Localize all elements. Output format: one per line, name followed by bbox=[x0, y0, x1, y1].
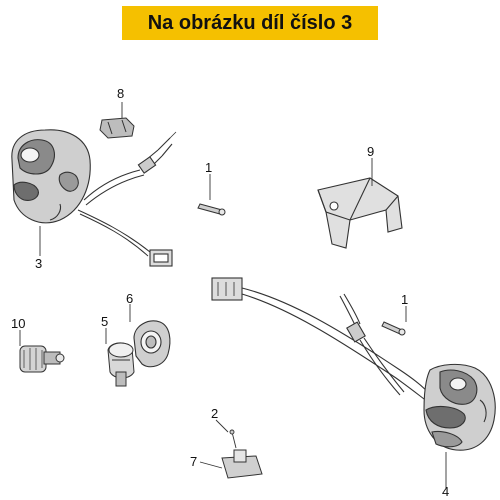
label-part-10: 10 bbox=[11, 316, 25, 331]
part-7-plate bbox=[221, 449, 263, 479]
label-part-4: 4 bbox=[442, 484, 449, 499]
label-part-3: 3 bbox=[35, 256, 42, 271]
title-banner: Na obrázku díl číslo 3 bbox=[122, 6, 378, 40]
part-1-pin-top bbox=[197, 203, 226, 216]
part-6-socket-ring bbox=[133, 320, 171, 368]
label-part-7: 7 bbox=[190, 454, 197, 469]
part-2-screw bbox=[229, 429, 237, 449]
title-text: Na obrázku díl číslo 3 bbox=[147, 11, 353, 34]
right-switch-assembly bbox=[211, 277, 496, 451]
label-part-2: 2 bbox=[211, 406, 218, 421]
part-8-clip bbox=[99, 117, 135, 139]
part-5-lamp-holder bbox=[107, 342, 135, 387]
label-part-8: 8 bbox=[117, 86, 124, 101]
label-part-1-top: 1 bbox=[205, 160, 212, 175]
part-1-pin-right bbox=[381, 321, 406, 336]
label-part-1-right: 1 bbox=[401, 292, 408, 307]
part-labels: 8 3 1 9 6 10 5 1 2 7 4 bbox=[11, 86, 449, 499]
part-10-knob bbox=[19, 345, 65, 373]
label-part-5: 5 bbox=[101, 314, 108, 329]
label-part-6: 6 bbox=[126, 291, 133, 306]
part-9-bracket bbox=[317, 177, 403, 249]
leader-lines bbox=[19, 102, 447, 488]
label-part-9: 9 bbox=[367, 144, 374, 159]
left-switch-assembly bbox=[11, 129, 177, 267]
